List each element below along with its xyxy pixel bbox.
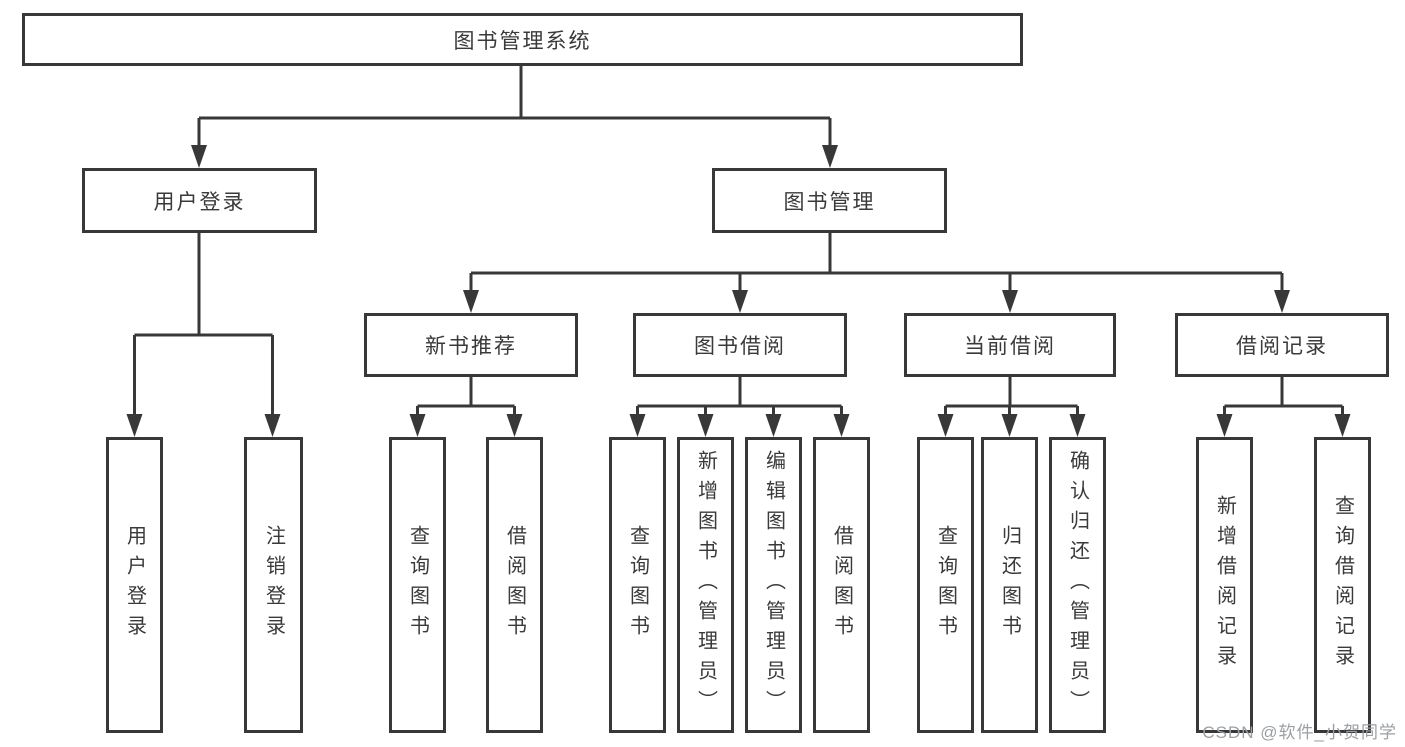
- arrowhead: [937, 414, 954, 437]
- arrowhead: [1001, 414, 1018, 437]
- node-leaf-query-books-borrowing-label: 查询图书: [626, 525, 649, 645]
- arrowhead: [765, 414, 782, 437]
- node-book-borrowing-label: 图书借阅: [694, 335, 786, 358]
- csdn-watermark: CSDN @软件_小贺同学: [1202, 723, 1397, 742]
- node-leaf-query-books-borrowing: 查询图书: [609, 437, 666, 733]
- connector-book-management-children: [469, 233, 1284, 291]
- node-leaf-user-login-label: 用户登录: [123, 525, 146, 645]
- node-leaf-query-books-recommend: 查询图书: [389, 437, 446, 733]
- node-leaf-edit-books-admin-label: 编辑图书（管理员）: [762, 450, 785, 720]
- node-leaf-borrow-books-borrowing: 借阅图书: [813, 437, 870, 733]
- node-leaf-user-login: 用户登录: [106, 437, 163, 733]
- node-leaf-confirm-return-admin-label: 确认归还（管理员）: [1066, 450, 1089, 720]
- node-leaf-logout-label: 注销登录: [262, 525, 285, 645]
- node-leaf-query-books-current: 查询图书: [917, 437, 974, 733]
- node-book-management-label: 图书管理: [783, 190, 876, 214]
- arrowhead: [1216, 414, 1233, 437]
- node-borrowing-records: 借阅记录: [1175, 313, 1389, 377]
- node-root-label: 图书管理系统: [453, 29, 592, 53]
- node-user-login: 用户登录: [82, 168, 317, 233]
- node-leaf-query-borrow-record: 查询借阅记录: [1314, 437, 1371, 733]
- node-leaf-add-books-admin: 新增图书（管理员）: [677, 437, 734, 733]
- node-leaf-return-books-label: 归还图书: [998, 525, 1021, 645]
- node-current-borrowing: 当前借阅: [904, 313, 1116, 377]
- node-leaf-borrow-books-borrowing-label: 借阅图书: [830, 525, 853, 645]
- node-leaf-add-borrow-record-label: 新增借阅记录: [1213, 495, 1236, 675]
- node-leaf-query-books-current-label: 查询图书: [934, 525, 957, 645]
- node-leaf-logout: 注销登录: [244, 437, 303, 733]
- node-new-book-recommend: 新书推荐: [364, 313, 578, 377]
- node-borrowing-records-label: 借阅记录: [1236, 335, 1328, 358]
- node-current-borrowing-label: 当前借阅: [964, 335, 1056, 358]
- arrowhead: [629, 414, 646, 437]
- connector-book-borrowing-children: [636, 377, 843, 415]
- node-book-borrowing: 图书借阅: [633, 313, 847, 377]
- node-leaf-confirm-return-admin: 确认归还（管理员）: [1049, 437, 1106, 733]
- node-leaf-add-borrow-record: 新增借阅记录: [1196, 437, 1253, 733]
- arrowhead: [463, 290, 479, 313]
- arrowhead: [191, 145, 207, 168]
- arrowhead: [506, 414, 523, 437]
- node-new-book-recommend-label: 新书推荐: [425, 335, 517, 358]
- arrowhead: [1002, 290, 1018, 313]
- connector-root-to-level2: [197, 66, 832, 146]
- arrowhead: [264, 414, 281, 437]
- node-leaf-borrow-books-recommend-label: 借阅图书: [503, 525, 526, 645]
- node-book-management: 图书管理: [712, 168, 947, 233]
- arrowhead: [822, 145, 838, 168]
- node-leaf-edit-books-admin: 编辑图书（管理员）: [745, 437, 802, 733]
- arrowhead: [697, 414, 714, 437]
- node-leaf-add-books-admin-label: 新增图书（管理员）: [694, 450, 717, 720]
- connector-new-book-recommend-children: [416, 377, 516, 415]
- arrowhead: [1334, 414, 1351, 437]
- arrowhead: [833, 414, 850, 437]
- node-leaf-borrow-books-recommend: 借阅图书: [486, 437, 543, 733]
- node-leaf-return-books: 归还图书: [981, 437, 1038, 733]
- connector-borrowing-records-children: [1223, 377, 1344, 415]
- node-root: 图书管理系统: [22, 13, 1023, 66]
- arrowhead: [732, 290, 748, 313]
- arrowhead: [126, 414, 143, 437]
- node-leaf-query-books-recommend-label: 查询图书: [406, 525, 429, 645]
- node-leaf-query-borrow-record-label: 查询借阅记录: [1331, 495, 1354, 675]
- arrowhead: [1069, 414, 1086, 437]
- node-user-login-label: 用户登录: [153, 190, 246, 214]
- arrowhead: [1274, 290, 1290, 313]
- arrowhead: [409, 414, 426, 437]
- connector-user-login-children: [133, 233, 274, 415]
- connector-current-borrowing-children: [944, 377, 1079, 415]
